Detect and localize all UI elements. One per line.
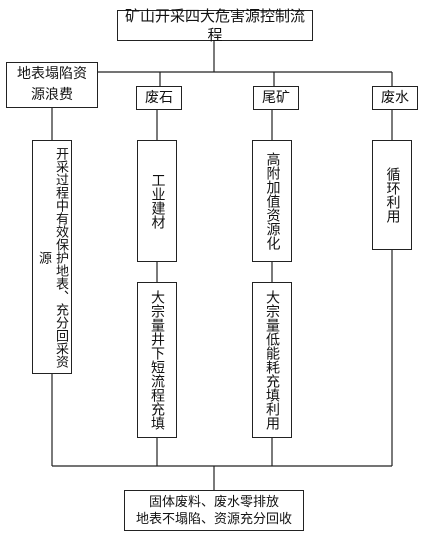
hazard-box-waste-rock: 废石 xyxy=(136,86,182,110)
measure-box-surface-protection: 开采过程中有效保护地表、充分回采资源 xyxy=(32,140,72,374)
measure-box-recycling: 循环利用 xyxy=(372,140,412,250)
hazard-label: 废水 xyxy=(381,89,409,106)
measure-label: 高附加值资源化 xyxy=(264,152,281,250)
measure-label: 循环利用 xyxy=(384,167,401,223)
hazard-box-surface-collapse: 地表塌陷资源浪费 xyxy=(6,62,98,108)
title-text: 矿山开采四大危害源控制流程 xyxy=(124,6,305,44)
measure-box-building-materials: 工业建材 xyxy=(137,140,177,262)
hazard-label: 地表塌陷资源浪费 xyxy=(17,66,87,103)
result-line-2: 地表不塌陷、资源充分回收 xyxy=(135,511,292,527)
secondary-label: 大宗量井下短流程充填 xyxy=(149,290,165,430)
secondary-label: 大宗量低能耗充填利用 xyxy=(264,290,280,430)
result-line-1: 固体废料、废水零排放 xyxy=(148,494,279,510)
measure-label: 开采过程中有效保护地表、充分回采资源 xyxy=(36,146,68,368)
measure-box-high-value-resources: 高附加值资源化 xyxy=(252,140,292,262)
hazard-label: 废石 xyxy=(145,89,173,106)
measure-label: 工业建材 xyxy=(149,173,166,229)
hazard-label: 尾矿 xyxy=(262,89,290,106)
hazard-box-tailings: 尾矿 xyxy=(253,86,299,110)
hazard-box-waste-water: 废水 xyxy=(372,86,418,110)
result-box: 固体废料、废水零排放 地表不塌陷、资源充分回收 xyxy=(124,490,304,531)
secondary-box-low-energy-backfill: 大宗量低能耗充填利用 xyxy=(252,282,292,438)
title-box: 矿山开采四大危害源控制流程 xyxy=(117,7,313,44)
secondary-box-underground-backfill: 大宗量井下短流程充填 xyxy=(137,282,177,438)
